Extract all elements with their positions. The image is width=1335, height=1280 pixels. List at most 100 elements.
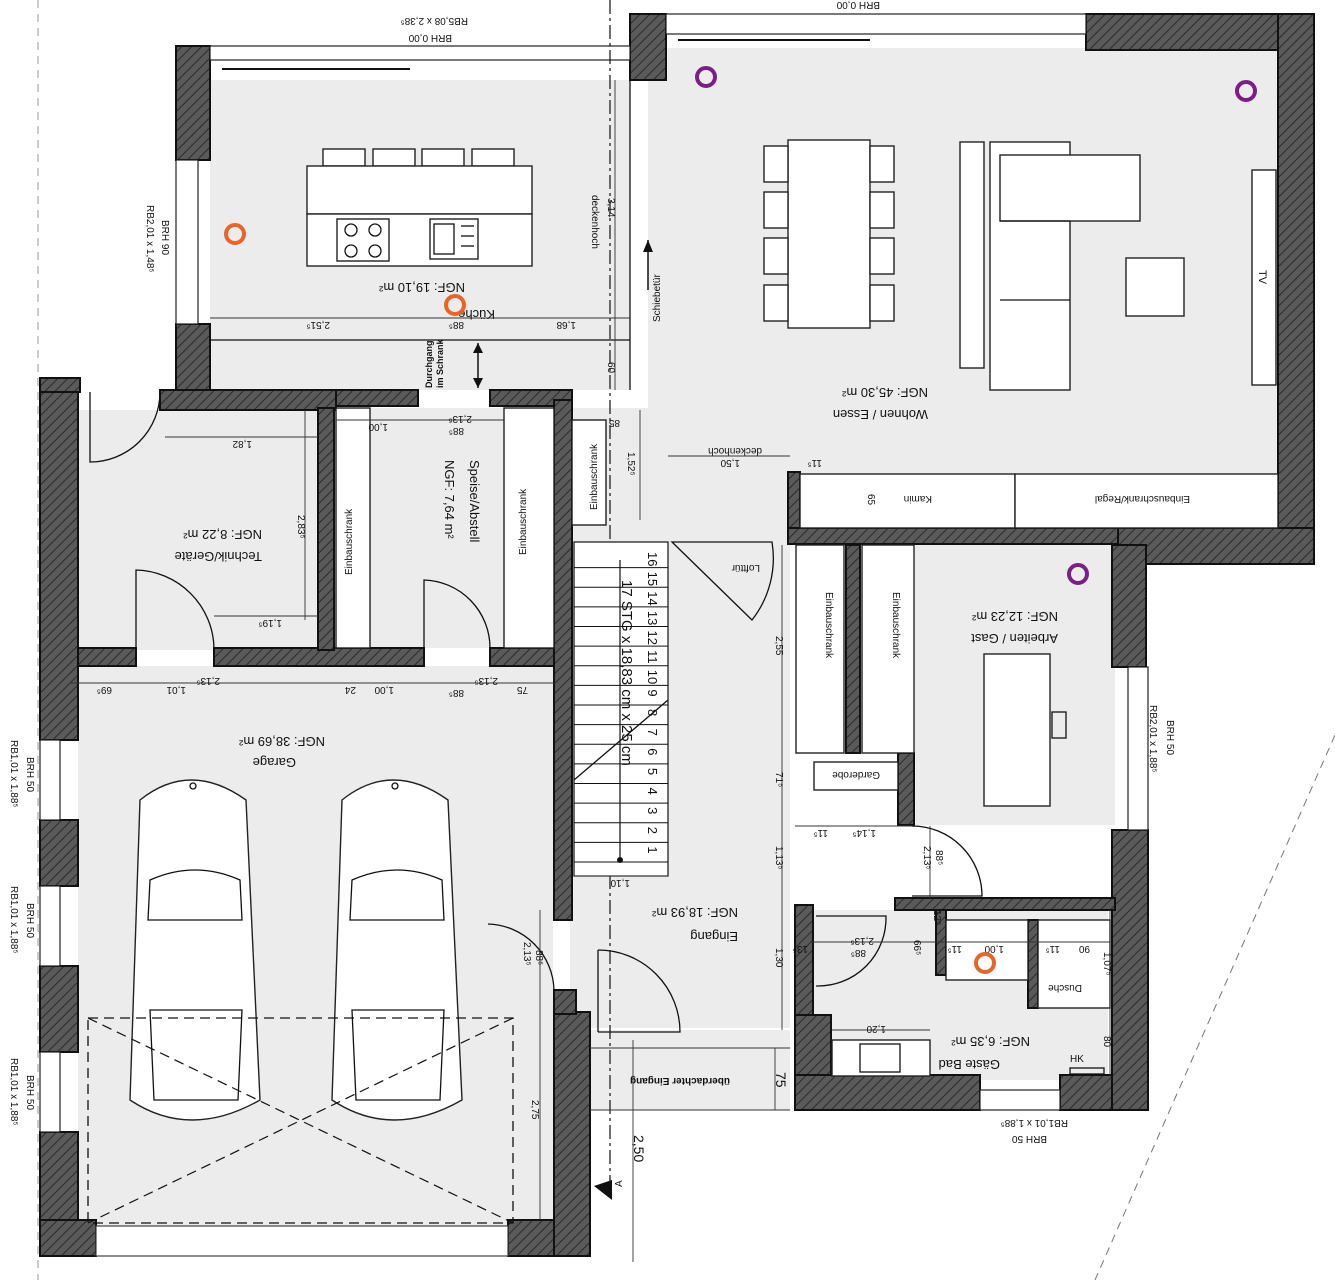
- win-bath-bottom-1: RB1,01 x 1,88⁵: [1000, 1117, 1068, 1128]
- stair-note: 17 STG x 18,83 cm x 25 cm: [618, 580, 635, 766]
- stair-step-number: 2: [645, 827, 660, 834]
- win-garage-2b: BRH 50: [24, 903, 35, 938]
- dusche-label: Dusche: [1048, 982, 1082, 993]
- win-top-kitchen-2: BRH 0,00: [408, 32, 452, 43]
- dim: 2,13⁵: [448, 413, 472, 424]
- arbeiten-area: NGF: 12,23 m²: [971, 609, 1058, 624]
- stair-step-number: 13: [645, 611, 660, 625]
- stair-step-number: 3: [645, 807, 660, 814]
- dim: 1,00: [984, 943, 1004, 954]
- dim: 12⁵: [931, 910, 942, 925]
- win-top-living: BRH 0,00: [836, 0, 880, 10]
- dim: 1,20: [866, 1023, 886, 1034]
- dim: 88⁵: [449, 687, 464, 698]
- dim: 1,00: [368, 421, 388, 432]
- dim: 85: [608, 417, 620, 428]
- stair-step-number: 9: [645, 689, 660, 696]
- garage-area: NGF: 38,69 m²: [238, 734, 325, 749]
- stair-step-number: 1: [645, 846, 660, 853]
- stair-step-number: 11: [645, 650, 660, 664]
- kamin-label: Kamin: [904, 493, 932, 504]
- dim: 1,50: [720, 457, 740, 468]
- stair-step-number: 15: [645, 572, 660, 586]
- technik-name: Technik/Geräte: [175, 549, 262, 564]
- win-bath-bottom-2: BRH 50: [1012, 1133, 1047, 1144]
- dim: 69⁵: [97, 684, 112, 695]
- gaestebad-area: NGF: 6,35 m²: [951, 1034, 1030, 1049]
- dim: 2,83⁵: [295, 515, 306, 539]
- win-garage-2a: RB1,01 x 1,88⁵: [8, 886, 19, 954]
- eingang-area: NGF: 18,93 m²: [651, 905, 738, 920]
- dim: 1,14⁵: [852, 827, 876, 838]
- dim: 3,14: [605, 198, 616, 218]
- entrance-area: Lofttür Einbauschrank Einbauschrank Gard…: [487, 541, 1067, 1086]
- living: TV Wohnen / Essen NGF: 45,30 m² Kamin Ei…: [708, 139, 1279, 529]
- deckenhoch-label-2: deckenhoch: [708, 445, 762, 456]
- tv-label: TV: [1256, 270, 1268, 285]
- dimension-lines: [70, 80, 1111, 1262]
- dim: 71⁵: [773, 772, 784, 787]
- stair-step-number: 16: [645, 552, 660, 566]
- section-marker: A: [614, 1180, 625, 1187]
- dim: 1,19⁵: [258, 617, 282, 628]
- dim: 13⁵: [793, 943, 808, 954]
- windows: [39, 13, 1149, 1257]
- dim: 2,13⁵: [921, 846, 932, 870]
- deckenhoch-label: deckenhoch: [589, 195, 600, 249]
- technik-room: Technik/Geräte NGF: 8,22 m²: [89, 391, 262, 666]
- durchgang-label: Durchgang: [424, 340, 434, 388]
- technik-area: NGF: 8,22 m²: [183, 527, 262, 542]
- dim: 75: [773, 1072, 789, 1088]
- einbauschrank-regal-label: Einbauschrank/Regal: [1095, 493, 1190, 504]
- dim: 1,01: [166, 684, 186, 695]
- dim: 90: [1078, 943, 1090, 954]
- durchgang-label-2: im Schrank: [435, 338, 445, 388]
- dim: 2,75: [529, 1100, 540, 1120]
- dim: 88⁵: [449, 425, 464, 436]
- dim: 88⁵: [851, 947, 866, 958]
- kitchen: Küche NGF: 19,10 m² Durchgang im Schrank…: [210, 80, 663, 390]
- speise-area: NGF: 7,64 m²: [442, 460, 457, 539]
- stair-step-number: 5: [645, 768, 660, 775]
- markers: [224, 66, 1257, 974]
- eingang-name: Eingang: [690, 929, 738, 944]
- einbauschrank-1: Einbauschrank: [344, 508, 355, 575]
- dim: 1,52⁵: [625, 452, 636, 476]
- speise-name: Speise/Abstell: [467, 460, 482, 542]
- win-garage-1b: BRH 50: [24, 757, 35, 792]
- dim: 60: [605, 362, 616, 374]
- dim: 80: [1101, 1036, 1112, 1048]
- hk-label: HK: [1070, 1054, 1084, 1065]
- guest-bath: Dusche Gäste Bad NGF: 6,35 m² HK: [815, 915, 1111, 1077]
- purple-marker-icon: [695, 66, 717, 88]
- dim: 2,13⁵: [850, 935, 874, 946]
- dim: 2,13⁵: [474, 675, 498, 686]
- dim: 88⁵: [449, 319, 464, 330]
- garage: Garage NGF: 38,69 m²: [87, 734, 514, 1224]
- win-top-kitchen-1: RB5,08 x 2,38⁵: [400, 15, 468, 26]
- dim: 1,30: [773, 948, 784, 968]
- einbauschrank-3: Einbauschrank: [589, 443, 600, 510]
- dim: 2,51⁵: [306, 319, 330, 330]
- dim: 88⁵: [533, 950, 544, 965]
- dim: 11⁵: [1045, 943, 1060, 954]
- dim: 2,13⁵: [196, 675, 220, 686]
- dim: 11⁵: [813, 827, 828, 838]
- einbauschrank-2: Einbauschrank: [518, 488, 529, 555]
- living-name: Wohnen / Essen: [833, 407, 928, 422]
- dim: 1,00: [374, 684, 394, 695]
- orange-marker-icon: [444, 294, 466, 316]
- dim: 1,10: [610, 877, 630, 888]
- speise-room: Einbauschrank Einbauschrank Speise/Abste…: [335, 407, 555, 650]
- walls: [39, 13, 1315, 1257]
- lofttuer-label: Lofttür: [731, 562, 760, 573]
- stair-step-number: 10: [645, 670, 660, 684]
- garderobe-label: Garderobe: [832, 769, 880, 780]
- dim: 2,50: [631, 1135, 647, 1162]
- win-kitchen-left-1: RB2,01 x 1,48⁵: [144, 205, 155, 273]
- dim: 75: [516, 684, 528, 695]
- dim: 65: [865, 494, 876, 506]
- kitchen-area: NGF: 19,10 m²: [378, 280, 465, 295]
- purple-marker-icon: [1067, 563, 1089, 585]
